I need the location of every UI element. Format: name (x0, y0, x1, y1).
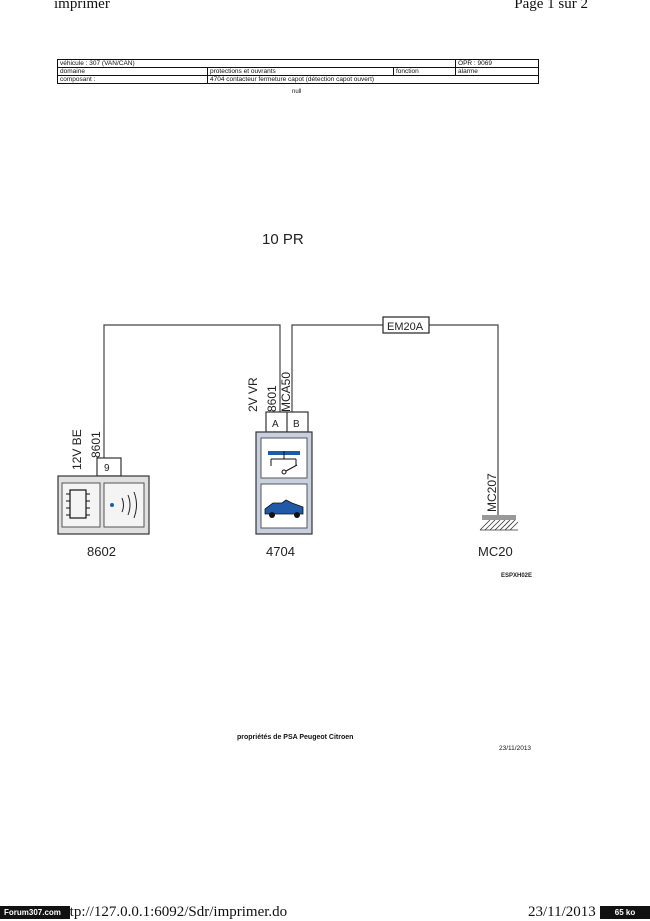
chip-pins (66, 493, 90, 516)
car-hood-icon (264, 499, 304, 515)
alarm-ref-label: 8602 (87, 544, 116, 559)
property-note: propriétés de PSA Peugeot Citroen (237, 734, 354, 741)
wire-mc207 (429, 324, 499, 515)
ground-plate (482, 515, 516, 520)
pin-b-label: B (293, 419, 300, 430)
fuse-label: EM20A (387, 321, 424, 333)
forum-watermark: Forum307.com (0, 906, 70, 919)
switch-wire-ref-left: 8601 (265, 385, 279, 412)
wires (103, 324, 499, 515)
switch-contact-icon (270, 451, 298, 475)
wire-ref-label: 8601 (89, 431, 103, 458)
switch-wire-ref-right: MCA50 (279, 372, 293, 412)
diagram-title: 10 PR (262, 231, 304, 248)
fuse-box (382, 316, 430, 334)
hood-switch-4704: 2V VR 8601 MCA50 A B 4704 (246, 372, 313, 559)
header-left-text: imprimer (54, 0, 110, 12)
pin-a-label: A (272, 419, 279, 430)
component-value-cell: 4704 contacteur fermeture capot (détecti… (206, 75, 540, 84)
document-date: 23/11/2013 (499, 745, 532, 752)
table-note: null (292, 89, 302, 95)
table-row: composant : 4704 contacteur fermeture ca… (57, 75, 540, 84)
chip-body (69, 489, 87, 519)
car-wheel-rear-icon (294, 512, 300, 518)
footer-url: http://127.0.0.1:6092/Sdr/imprimer.do (58, 904, 288, 920)
switch-ref-label: 4704 (266, 544, 295, 559)
connector-pin-label: 9 (104, 463, 110, 474)
switch-wire-color-label: 2V VR (246, 377, 260, 412)
siren-dot (110, 503, 114, 507)
alarm-module-8602: 12V BE 8601 9 8602 (57, 429, 150, 559)
info-table: véhicule : 307 (VAN/CAN) OPR : 9069 doma… (56, 59, 540, 84)
wire-color-label: 12V BE (70, 429, 84, 470)
ground-ref-label: MC20 (478, 544, 513, 559)
wire-8601-left (103, 324, 281, 458)
file-size-badge: 65 ko (600, 906, 650, 919)
sound-waves-icon (121, 491, 137, 519)
footer-print-date: 23/11/2013 (528, 904, 596, 920)
car-wheel-front-icon (269, 512, 275, 518)
wire-mca50 (291, 324, 383, 412)
header-page-number: Page 1 sur 2 (514, 0, 588, 12)
diagram-code: ESPXH02E (501, 573, 532, 579)
ground-hatch (479, 519, 519, 531)
ground-mc20: MC207 MC20 (478, 473, 519, 559)
ground-wire-ref-label: MC207 (485, 473, 499, 512)
